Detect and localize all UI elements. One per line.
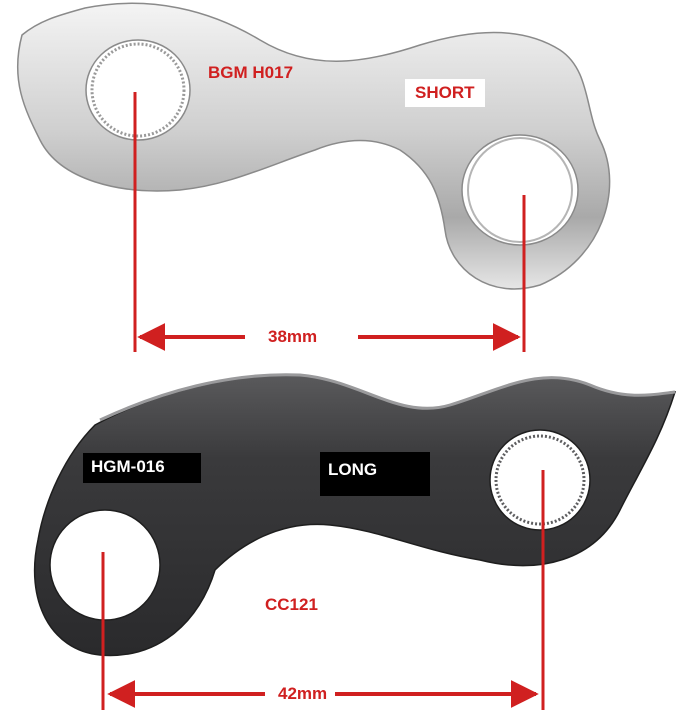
bottom-hanger-body: [33, 373, 677, 657]
top-hanger: [16, 2, 611, 290]
bottom-distance-label: 42mm: [278, 684, 328, 703]
bottom-dimension: [101, 470, 545, 710]
bottom-model-label: HGM-016: [83, 453, 201, 483]
top-hanger-body: [16, 2, 611, 290]
top-dimension: [133, 92, 526, 352]
bottom-hanger-bevel-highlight: [99, 373, 676, 422]
top-hanger-axle-hole: [467, 137, 573, 243]
top-hanger-threaded-hole: [90, 42, 186, 138]
bottom-hanger: [33, 373, 677, 657]
bottom-hanger-threaded-hole: [494, 434, 586, 526]
bottom-code-label: CC121: [265, 595, 318, 614]
top-distance-label: 38mm: [268, 327, 318, 346]
top-model-label: BGM H017: [208, 63, 294, 82]
bottom-size-label: LONG: [320, 452, 430, 496]
top-size-label: SHORT: [405, 79, 485, 107]
